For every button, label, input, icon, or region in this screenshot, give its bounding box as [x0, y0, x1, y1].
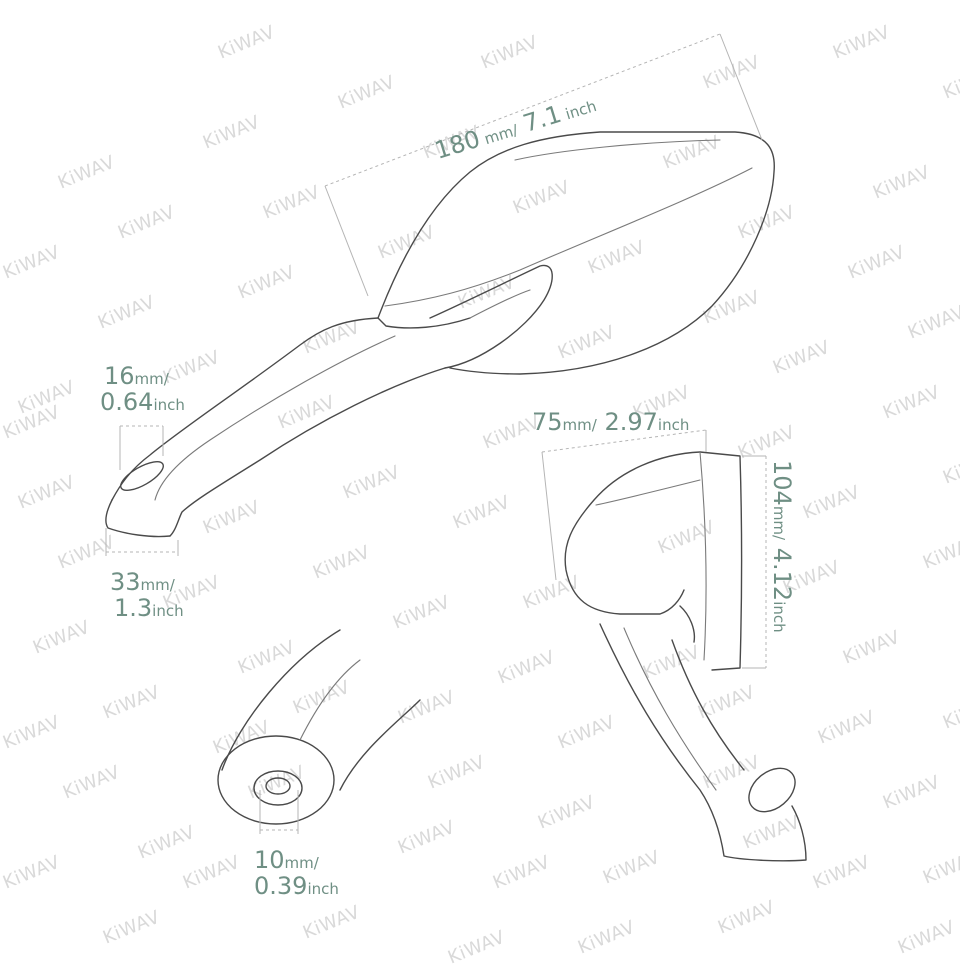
mirror-head-outline [377, 131, 775, 375]
bolt-hole-mm-value: 10 [254, 846, 285, 874]
stem-bottom-separator: / [169, 576, 175, 594]
stem-bottom-dimension-line [105, 528, 179, 556]
side-view-arm-outline [599, 623, 807, 862]
width-side-inch-value: 2.97 [596, 408, 658, 436]
width-side-separator: / [591, 416, 597, 434]
side-view-head-outline [564, 451, 743, 671]
width-side-label: 75mm/ 2.97inch [532, 410, 689, 434]
stem-top-inch-unit: inch [153, 396, 185, 414]
height-side-mm-unit: mm [770, 505, 788, 536]
width-side-dimension-line [541, 429, 707, 581]
stem-bottom-label: 33mm/ 1.3inch [110, 570, 184, 620]
stem-top-inch-value: 0.64 [100, 388, 154, 416]
width-side-inch-unit: inch [657, 416, 690, 434]
height-side-inch-unit: inch [770, 601, 788, 633]
bottom-view-outline [217, 629, 421, 825]
stem-bottom-inch-value: 1.3 [114, 594, 153, 622]
height-side-dimension-line [742, 455, 767, 669]
bolt-hole-separator: / [313, 854, 319, 872]
length-dimension-line [324, 33, 763, 297]
height-side-inch-value: 4.12 [768, 540, 796, 602]
width-side-mm-value: 75 [532, 408, 563, 436]
stem-top-mm-value: 16 [104, 362, 135, 390]
bolt-hole-dimension-line [259, 790, 299, 834]
bolt-hole-inch-unit: inch [307, 880, 339, 898]
stem-top-mm-unit: mm [134, 370, 164, 388]
stem-top-separator: / [163, 370, 169, 388]
mirror-neck-outline [429, 264, 553, 369]
height-side-label: 104mm/ 4.12inch [768, 460, 796, 633]
stem-top-dimension-line [119, 425, 164, 470]
bolt-hole-label: 10mm/ 0.39inch [254, 848, 339, 898]
stem-bottom-inch-unit: inch [152, 602, 184, 620]
stem-bottom-mm-unit: mm [140, 576, 170, 594]
bolt-hole-mm-unit: mm [284, 854, 314, 872]
width-side-mm-unit: mm [562, 416, 592, 434]
height-side-mm-value: 104 [768, 460, 796, 506]
stem-top-label: 16mm/ 0.64inch [100, 362, 185, 414]
bolt-hole-inch-value: 0.39 [254, 872, 308, 900]
stem-bottom-mm-value: 33 [110, 568, 141, 596]
mirror-stem-outline [105, 317, 446, 538]
